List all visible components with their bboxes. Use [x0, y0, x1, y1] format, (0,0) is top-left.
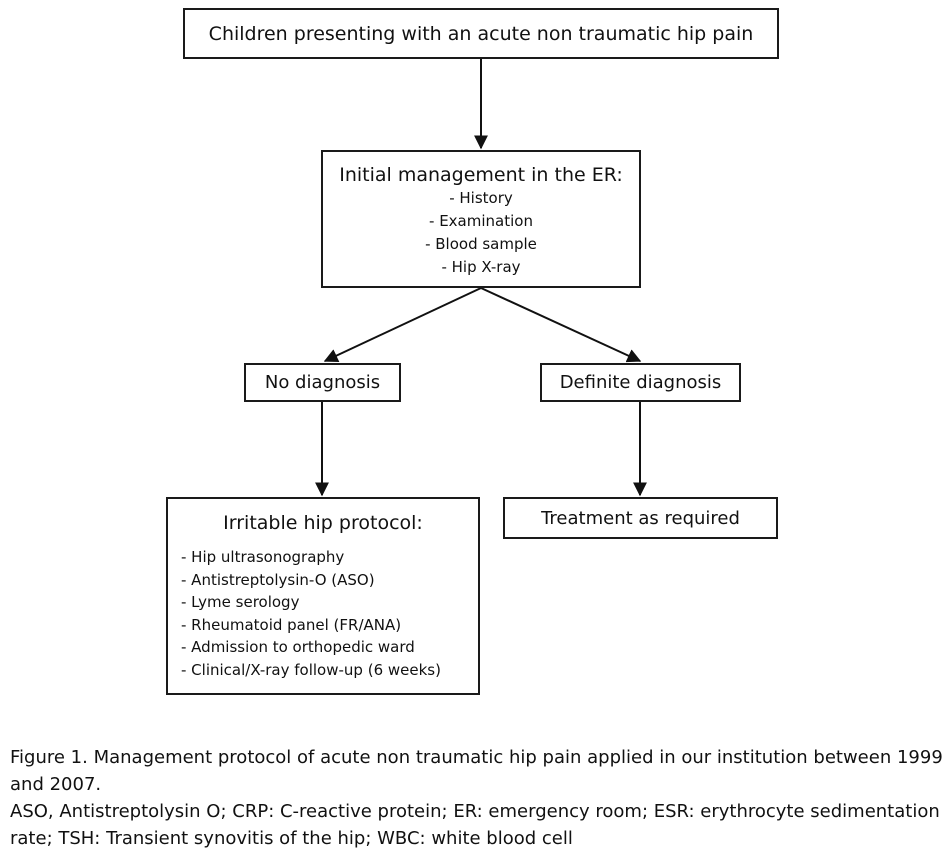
er-item: - Hip X-ray: [441, 258, 521, 276]
start-box: Children presenting with an acute non tr…: [183, 8, 779, 59]
irritable-title: Irritable hip protocol:: [223, 512, 423, 534]
irritable-item: - Rheumatoid panel (FR/ANA): [181, 615, 402, 634]
er-item: - Examination: [429, 212, 533, 230]
treatment-box: Treatment as required: [503, 497, 778, 539]
irritable-item: - Hip ultrasonography: [181, 548, 345, 566]
arrow-er-to-definite-diagnosis: [480, 287, 642, 363]
er-item: - History: [449, 189, 513, 207]
irritable-items: - Hip ultrasonography - Antistreptolysin…: [181, 546, 478, 681]
irritable-item: - Antistreptolysin-O (ASO): [181, 570, 375, 589]
irritable-hip-protocol-box: Irritable hip protocol: - Hip ultrasonog…: [166, 497, 480, 695]
irritable-item: - Lyme serology: [181, 593, 300, 611]
definite-diagnosis-box: Definite diagnosis: [540, 363, 741, 402]
no-diagnosis-box: No diagnosis: [244, 363, 401, 402]
er-item: - Blood sample: [425, 235, 537, 253]
start-label: Children presenting with an acute non tr…: [208, 22, 754, 45]
no-diagnosis-label: No diagnosis: [264, 372, 381, 393]
irritable-item: - Clinical/X-ray follow-up (6 weeks): [181, 660, 441, 679]
caption-figure-text: Figure 1. Management protocol of acute n…: [10, 747, 943, 795]
arrow-er-to-no-diagnosis: [323, 287, 482, 362]
er-items: - History - Examination - Blood sample -…: [323, 187, 639, 279]
figure-caption: Figure 1. Management protocol of acute n…: [10, 744, 945, 852]
treatment-label: Treatment as required: [541, 507, 740, 529]
caption-abbreviations: ASO, Antistreptolysin O; CRP: C-reactive…: [10, 801, 940, 849]
er-title: Initial management in the ER:: [339, 164, 623, 186]
definite-diagnosis-label: Definite diagnosis: [559, 372, 722, 393]
er-management-box: Initial management in the ER: - History …: [321, 150, 641, 288]
irritable-item: - Admission to orthopedic ward: [181, 638, 415, 656]
